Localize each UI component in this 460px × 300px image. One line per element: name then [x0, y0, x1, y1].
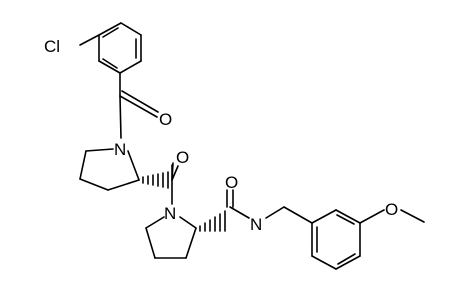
n-ch2-bond [265, 206, 285, 219]
c-cl-bond [79, 34, 100, 46]
pyrrolidine-ring-1 [79, 148, 140, 191]
pyrrolidine-nitrogen-2-label: N [164, 204, 176, 223]
prolyl-c-o-line [171, 165, 179, 181]
amide-c-n-bond [229, 206, 250, 219]
ch2-aryl-bond [283, 206, 313, 224]
pyrrolidine-nitrogen-1-label: N [114, 140, 126, 159]
benzoyl-c-o-double [121, 90, 159, 113]
chlorophenyl-ring [98, 22, 142, 74]
pyrrolidine-ring-2 [145, 216, 197, 259]
benzoyl-n-bond [119, 95, 122, 139]
aryl-o-bond [359, 209, 385, 224]
benzoyl-c-o-bond [119, 95, 158, 118]
hashed-stereo-bond-1 [142, 171, 169, 189]
chlorine-label: Cl [44, 37, 60, 56]
methoxy-oxygen-label: O [385, 200, 398, 219]
hashed-stereo-bond-2 [199, 210, 226, 232]
benzoyl-oxygen-label: O [159, 110, 172, 129]
o-ch3-bond [400, 209, 425, 223]
amide-nitrogen-label: N [250, 215, 262, 234]
prolyl-oxygen-label: O [176, 148, 189, 167]
prolyl-c-o-double [171, 162, 174, 181]
amide-oxygen-label: O [225, 173, 238, 192]
methoxyphenyl-ring [311, 209, 361, 270]
